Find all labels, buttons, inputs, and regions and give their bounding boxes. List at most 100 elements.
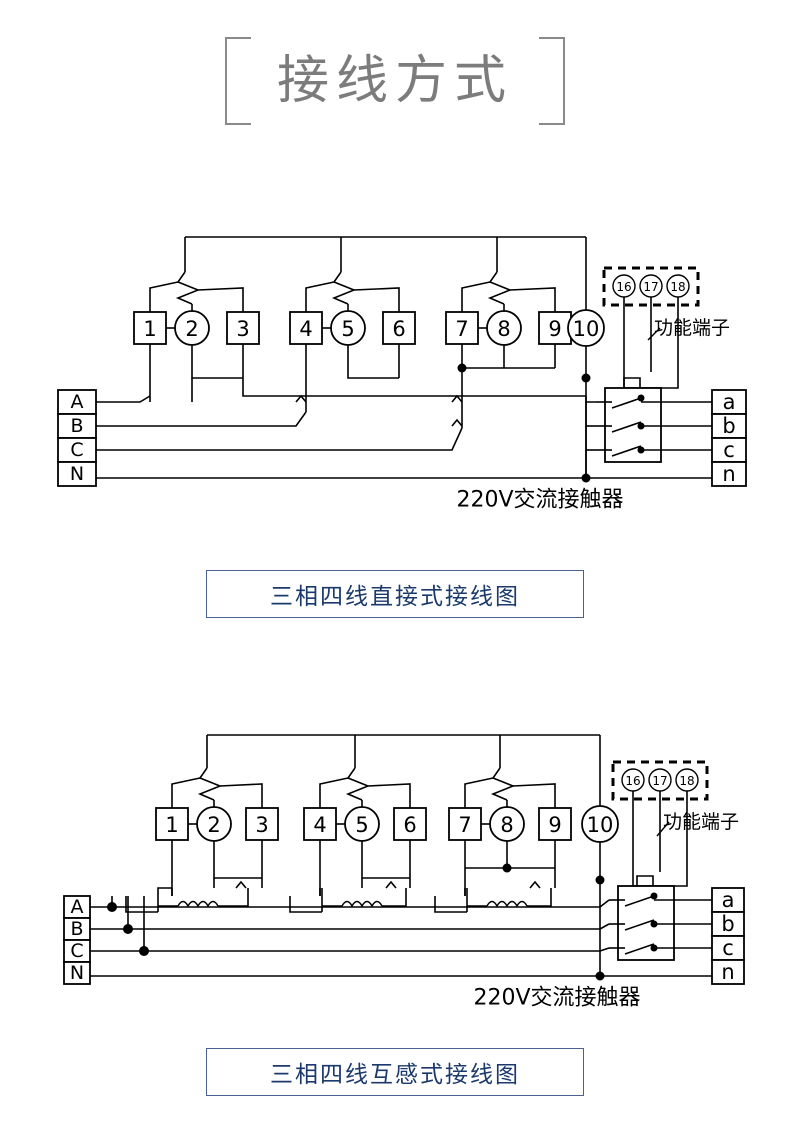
terminal-box <box>63 961 91 985</box>
wire-segment <box>490 767 516 801</box>
meter-terminal-4: 4 <box>313 813 326 837</box>
wire-segment <box>197 287 244 312</box>
terminal-box <box>711 437 747 463</box>
terminal-box <box>393 807 427 841</box>
wire-segment <box>585 396 596 403</box>
meter-terminal-10: 10 <box>587 813 614 837</box>
function-terminal-label: 功能端子 <box>663 811 739 833</box>
contactor-label-ct: 220V交流接触器 <box>473 986 640 1011</box>
terminal-box <box>538 311 572 345</box>
wire-segment <box>647 327 661 341</box>
wire-segment <box>434 896 467 913</box>
wire-segment <box>96 427 463 451</box>
supply-terminal-C: C <box>70 940 83 962</box>
meter-terminal-5: 5 <box>341 317 354 341</box>
meter-terminal-3: 3 <box>255 813 268 837</box>
terminal-box <box>382 311 416 345</box>
wire-segment <box>171 777 201 808</box>
junction-dot <box>650 892 658 900</box>
load-terminal-c: c <box>722 936 734 960</box>
load-terminal-b: b <box>722 414 735 438</box>
load-terminal-n: n <box>721 960 734 984</box>
supply-terminal-N: N <box>70 962 84 984</box>
wire-segment <box>385 880 397 889</box>
function-terminal-18: 18 <box>679 774 694 788</box>
wire-segment <box>656 821 670 837</box>
wire-segment <box>305 281 335 312</box>
wire-segment <box>451 418 463 427</box>
wire-segment <box>509 287 556 312</box>
meter-terminal-2: 2 <box>207 813 220 837</box>
wire-segment <box>599 899 610 908</box>
wire-segment <box>512 783 556 808</box>
terminal-box <box>711 461 747 487</box>
wire-segment <box>529 880 541 889</box>
wire-segment <box>623 377 641 388</box>
meter-terminal-5: 5 <box>355 813 368 837</box>
wire-segment <box>191 345 243 379</box>
wire-segment <box>177 900 219 908</box>
wire-segment <box>96 395 151 403</box>
wire-segment <box>451 394 463 403</box>
function-terminal-label: 功能端子 <box>654 317 730 339</box>
load-terminal-c: c <box>723 438 735 462</box>
wire-segment <box>235 880 247 889</box>
wire-segment <box>353 287 400 312</box>
wire-segment <box>345 767 371 801</box>
junction-dot <box>457 363 467 373</box>
supply-terminal-C: C <box>70 439 83 461</box>
load-terminal-n: n <box>722 462 735 486</box>
load-terminal-a: a <box>723 390 736 414</box>
wire-segment <box>331 271 357 305</box>
caption-direct-text: 三相四线直接式接线图 <box>270 584 520 610</box>
meter-terminal-1: 1 <box>143 317 156 341</box>
wire-segment <box>464 777 494 808</box>
wire-segment <box>347 345 399 379</box>
wire-segment <box>242 378 586 397</box>
wire-segment <box>611 397 642 409</box>
meter-terminal-7: 7 <box>458 813 471 837</box>
wire-segment <box>599 947 610 952</box>
meter-terminal-4: 4 <box>299 317 312 341</box>
wire-segment <box>361 841 410 879</box>
terminal-box <box>57 389 97 415</box>
wire-segment <box>149 281 179 312</box>
meter-terminal-9: 9 <box>548 317 561 341</box>
supply-terminal-A: A <box>71 896 84 918</box>
supply-terminal-N: N <box>70 463 84 485</box>
load-terminal-b: b <box>721 912 734 936</box>
wire-segment <box>486 900 528 908</box>
junction-dot <box>637 394 645 402</box>
supply-terminal-B: B <box>70 918 83 940</box>
wire-segment <box>289 896 322 913</box>
wire-segment <box>219 783 263 808</box>
wire-segment <box>527 888 552 907</box>
meter-terminal-6: 6 <box>403 813 416 837</box>
caption-ct: 三相四线互感式接线图 <box>206 1048 584 1096</box>
wire-segment <box>624 919 655 931</box>
page-title-block: 接线方式 <box>0 26 790 136</box>
meter-terminal-10: 10 <box>573 317 600 341</box>
meter-terminal-3: 3 <box>236 317 249 341</box>
meter-terminal-6: 6 <box>392 317 405 341</box>
wire-segment <box>611 421 642 433</box>
meter-terminal-9: 9 <box>548 813 561 837</box>
function-terminal-16: 16 <box>625 774 640 788</box>
load-terminal-a: a <box>722 888 735 912</box>
function-terminal-17: 17 <box>652 774 667 788</box>
page-title: 接线方式 <box>276 51 513 111</box>
wiring-diagram-ct: 1 2 3 4 5 6 <box>0 700 790 1030</box>
terminal-box <box>538 807 572 841</box>
terminal-box <box>303 807 337 841</box>
contactor-label-direct: 220V交流接触器 <box>456 488 623 513</box>
wire-segment <box>382 888 407 907</box>
function-terminal-17: 17 <box>643 280 658 294</box>
caption-direct: 三相四线直接式接线图 <box>206 570 584 618</box>
wire-segment <box>624 895 655 907</box>
wire-segment <box>487 271 513 305</box>
terminal-box <box>57 461 97 487</box>
terminal-box <box>711 911 745 937</box>
meter-terminal-8: 8 <box>500 813 513 837</box>
function-terminal-16: 16 <box>616 280 631 294</box>
function-terminal-group-box <box>602 266 700 307</box>
